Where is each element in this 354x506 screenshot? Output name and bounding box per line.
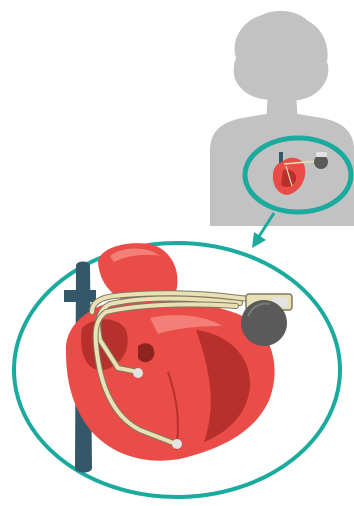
lead-tip-icon: [133, 368, 143, 378]
small-pacemaker-icon: [314, 152, 328, 169]
person-silhouette-icon: [210, 11, 354, 226]
lead-tip-icon: [172, 439, 182, 449]
